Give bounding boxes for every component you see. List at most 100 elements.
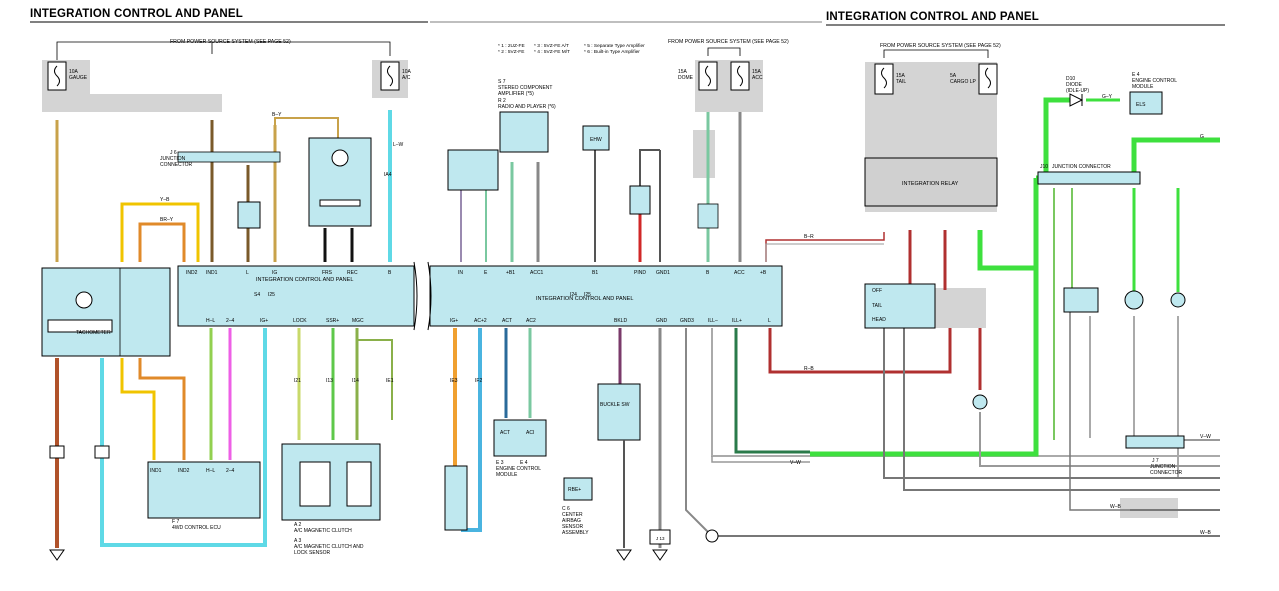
flasher-text: EHW [590,137,602,143]
wire-w-b-1 [883,318,1220,479]
j6-label-3: CONNECTOR [160,162,193,168]
term-ig: IG [272,270,277,276]
term-acc: ACC [734,270,745,276]
term-pind: PIND [634,270,646,276]
mag-clutch-box [346,461,372,507]
tacho-gauge-icon [75,291,93,309]
f7-label: 4WD CONTROL ECU [172,525,221,531]
power-line-right [883,49,989,58]
stereo-label-2: AMPLIFIER (*5) [498,91,534,97]
svg-text:IE1: IE1 [386,378,394,384]
d10-label-2: (IDLE-UP) [1066,88,1089,94]
c6-term: RBE+ [568,487,581,493]
fuse-dome-name: DOME [678,75,694,81]
e4-ecm-box [1129,91,1163,115]
term-ecm-act: ACT [500,430,510,436]
term-rec: REC [347,270,358,276]
svg-text:IA4: IA4 [384,172,392,178]
term-b1-plus: +B1 [506,270,515,276]
note-4: * 4 : 5VZ-FE M/T [534,49,570,55]
term-ecm-aci: ACI [526,430,534,436]
page-title-right: INTEGRATION CONTROL AND PANEL [826,11,1040,23]
term-plus-b: +B [760,270,767,276]
tacho-label: TACHOMETER [76,330,111,336]
a1-dual-pressure-sw [444,465,468,531]
power-line-ac [212,41,391,56]
e4-label-2: MODULE [1132,84,1154,90]
fuse-ac-name: A/C [402,75,411,81]
wire-w-b-ground [1069,290,1130,511]
wire-w-r-feed-2 [765,243,884,262]
j9-connector [94,445,110,459]
f7-id: F 7 [172,519,179,525]
shade-j12 [693,130,715,178]
power-line-mid [707,47,741,56]
wire-r-b-tail [768,328,952,374]
term-ill-plus: ILL+ [732,318,742,324]
a2-label: A/C MAGNETIC CLUTCH [294,528,352,534]
svg-text:S4: S4 [254,292,260,298]
wire-br-y [138,222,186,262]
integration-relay-label: INTEGRATION RELAY [902,181,959,187]
d10-label: DIODE [1066,82,1083,88]
buckle-text: BUCKLE SW [600,402,630,408]
wire-w-r-feed [765,232,885,262]
term-mgc: MGC [352,318,364,324]
term-l: L [246,270,249,276]
c6-label-2: AIRBAG [562,518,581,524]
svg-text:R–B: R–B [804,366,814,372]
term-ecu-2-4: 2–4 [226,468,235,474]
p2-airbag-sw [629,185,651,215]
ecm-id-2: E 4 [520,460,528,466]
icp-break-left [427,261,432,331]
term-act: ACT [502,318,512,324]
svg-text:B–R: B–R [804,234,814,240]
svg-text:B–Y: B–Y [272,112,282,118]
fuse-dome [698,61,718,91]
wire-y-b [120,202,200,262]
note-6: * 6 : Built-in Type Amplifier [584,49,640,55]
fuse-dome-amp: 15A [678,69,688,75]
fuse-gauge [47,61,67,91]
j7-connector [1125,435,1185,449]
term-mid-ig-plus: IG+ [450,318,458,324]
fuse-ac [380,61,400,91]
power-source-label-mid: FROM POWER SOURCE SYSTEM (SEE PAGE 52) [668,39,789,45]
icp-left-box [177,265,415,327]
svg-text:I25: I25 [268,292,275,298]
note-3: * 3 : 5VZ-FE A/T [534,43,569,49]
term-ac2: AC2 [526,318,536,324]
svg-text:I13: I13 [326,378,333,384]
svg-text:I14: I14 [352,378,359,384]
svg-text:V–W: V–W [1200,434,1211,440]
c6-label-3: SENSOR [562,524,584,530]
fuse-cargo [978,63,998,95]
term-b: B [388,270,392,276]
svg-text:V–W: V–W [790,460,801,466]
term-e: E [484,270,488,276]
splice-12 [705,529,719,543]
fuse-acc-name: ACC [752,75,763,81]
note-5: * 5 : Separate Type Amplifier [584,43,645,49]
ecm-box [493,419,547,457]
svg-text:IF2: IF2 [475,378,482,384]
term-ecu-ind1: IND1 [150,468,162,474]
shade-light-sw [932,288,986,328]
integration-relay-box [864,157,998,207]
term-ac-plus2: AC+2 [474,318,487,324]
radio-label: RADIO AND PLAYER (*6) [498,104,556,110]
stereo-id: S 7 [498,79,506,85]
servo-motor-icon [331,149,349,167]
ecm-id: E 3 [496,460,504,466]
j6-connector [177,151,281,163]
term-ig-plus: IG+ [260,318,268,324]
fuse-tail-amp: 15A [896,73,906,79]
h10-headlight-icon [972,394,988,410]
svg-text:IE3: IE3 [450,378,458,384]
j10-id: J10 [1040,164,1048,170]
power-source-label-right: FROM POWER SOURCE SYSTEM (SEE PAGE 52) [880,43,1001,49]
term-ind2: IND2 [186,270,198,276]
c6-id: C 6 [562,506,570,512]
term-ssr: SSR+ [326,318,339,324]
c6-airbag-sensor [563,477,593,501]
